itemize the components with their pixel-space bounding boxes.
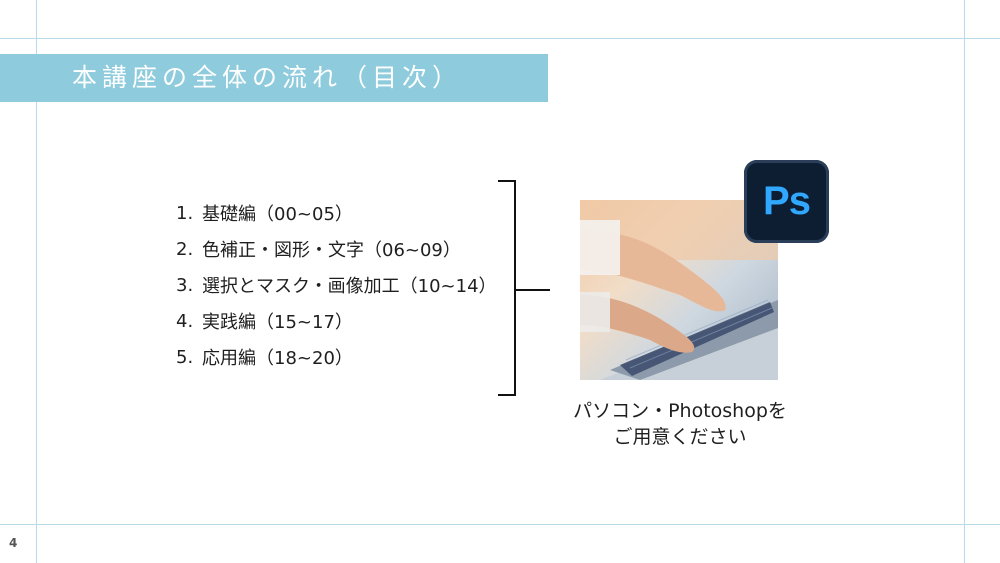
toc-item-label: 実践編（15~17）	[202, 312, 353, 333]
toc-item-label: 選択とマスク・画像加工（10~14）	[202, 276, 497, 297]
toc-item: 5. 応用編（18~20）	[176, 339, 497, 375]
toc-item-number: 1.	[176, 202, 194, 224]
guide-line-bottom	[0, 524, 1000, 525]
guide-line-right	[964, 0, 965, 563]
right-bracket	[498, 180, 516, 396]
toc-item-number: 2.	[176, 238, 194, 260]
toc-item: 1. 基礎編（00~05）	[176, 195, 497, 231]
toc-item: 4. 実践編（15~17）	[176, 303, 497, 339]
bracket-connector	[516, 289, 550, 291]
slide-title: 本講座の全体の流れ（目次）	[72, 63, 463, 92]
guide-line-top	[0, 38, 1000, 39]
toc-item-label: 色補正・図形・文字（06~09）	[202, 240, 461, 261]
toc-item: 3. 選択とマスク・画像加工（10~14）	[176, 267, 497, 303]
toc-item: 2. 色補正・図形・文字（06~09）	[176, 231, 497, 267]
toc-item-number: 4.	[176, 310, 194, 332]
toc-item-number: 5.	[176, 346, 194, 368]
toc-item-label: 応用編（18~20）	[202, 348, 353, 369]
photoshop-icon-letters: Ps	[763, 179, 811, 223]
guide-line-left	[36, 0, 37, 563]
caption-line-1: パソコン・Photoshopを	[573, 400, 787, 422]
toc-item-number: 3.	[176, 274, 194, 296]
title-band	[0, 54, 548, 102]
requirements-caption: パソコン・Photoshopを ご用意ください	[560, 398, 800, 450]
caption-line-2: ご用意ください	[613, 426, 747, 448]
toc-item-label: 基礎編（00~05）	[202, 204, 353, 225]
photoshop-icon: Ps	[744, 160, 829, 243]
toc-list: 1. 基礎編（00~05） 2. 色補正・図形・文字（06~09） 3. 選択と…	[176, 195, 497, 375]
page-number: 4	[9, 536, 18, 550]
